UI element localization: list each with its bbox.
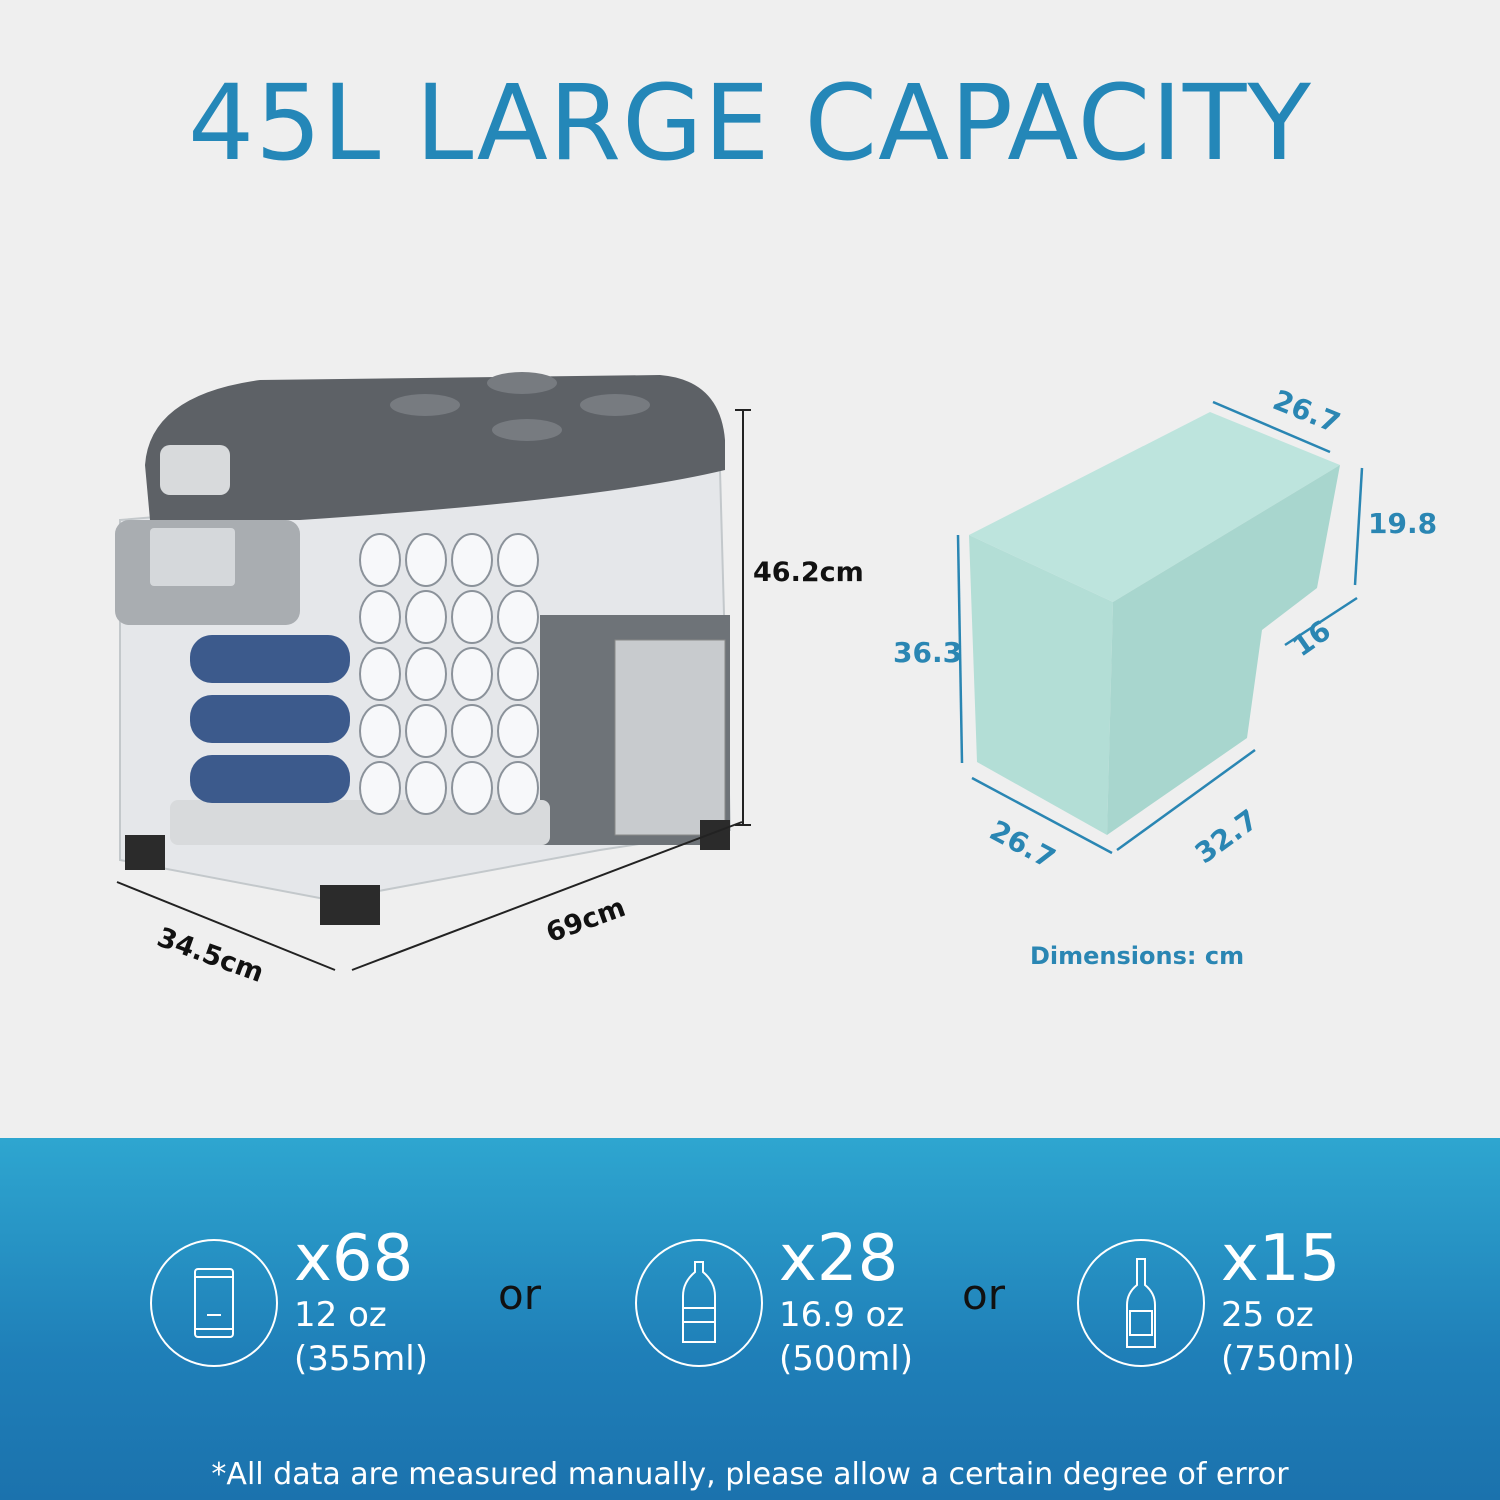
can-end <box>451 704 493 758</box>
can-grid <box>190 533 539 815</box>
height-label: 46.2cm <box>753 557 864 588</box>
water-bottle-icon <box>682 1261 716 1343</box>
can-end <box>405 590 447 644</box>
fridge-dimension-lines <box>116 409 751 971</box>
can-end <box>359 533 401 587</box>
wine-bottle-qty: x15 <box>1221 1222 1341 1296</box>
can-end <box>497 533 539 587</box>
can-end <box>451 761 493 815</box>
can-end <box>359 647 401 701</box>
can-end <box>497 704 539 758</box>
wine-bottle-ml: (750ml) <box>1221 1339 1355 1379</box>
page-title: 45L LARGE CAPACITY <box>188 62 1312 184</box>
can-end <box>359 590 401 644</box>
can-end <box>451 590 493 644</box>
step-height-label: 19.8 <box>1368 507 1438 540</box>
water-bottle-oz: 16.9 oz <box>779 1295 905 1335</box>
product-illustration <box>115 372 1364 971</box>
can-qty: x68 <box>294 1222 414 1296</box>
can-oz: 12 oz <box>294 1295 387 1335</box>
can-end <box>451 647 493 701</box>
can-side <box>190 695 350 743</box>
can-end <box>405 533 447 587</box>
fridge-illustration <box>115 372 732 925</box>
can-end <box>359 704 401 758</box>
can-side <box>190 635 350 683</box>
can-end <box>497 761 539 815</box>
or-separator: or <box>962 1270 1005 1319</box>
can-side <box>190 755 350 803</box>
or-separator: or <box>498 1270 541 1319</box>
can-ml: (355ml) <box>294 1339 428 1379</box>
wine-bottle-icon <box>1126 1258 1156 1348</box>
dimensions-note: Dimensions: cm <box>1030 942 1245 970</box>
can-end <box>405 761 447 815</box>
height-36-label: 36.3 <box>893 636 963 669</box>
volume-dimension-lines <box>956 400 1364 855</box>
can-end <box>405 647 447 701</box>
can-end <box>497 590 539 644</box>
can-icon <box>194 1268 234 1338</box>
can-end <box>359 761 401 815</box>
wine-bottle-oz: 25 oz <box>1221 1295 1314 1335</box>
water-bottle-qty: x28 <box>779 1222 899 1296</box>
water-bottle-ml: (500ml) <box>779 1339 913 1379</box>
can-end <box>405 704 447 758</box>
can-end <box>451 533 493 587</box>
can-end <box>497 647 539 701</box>
footnote: *All data are measured manually, please … <box>211 1457 1289 1492</box>
volume-diagram <box>969 412 1340 835</box>
